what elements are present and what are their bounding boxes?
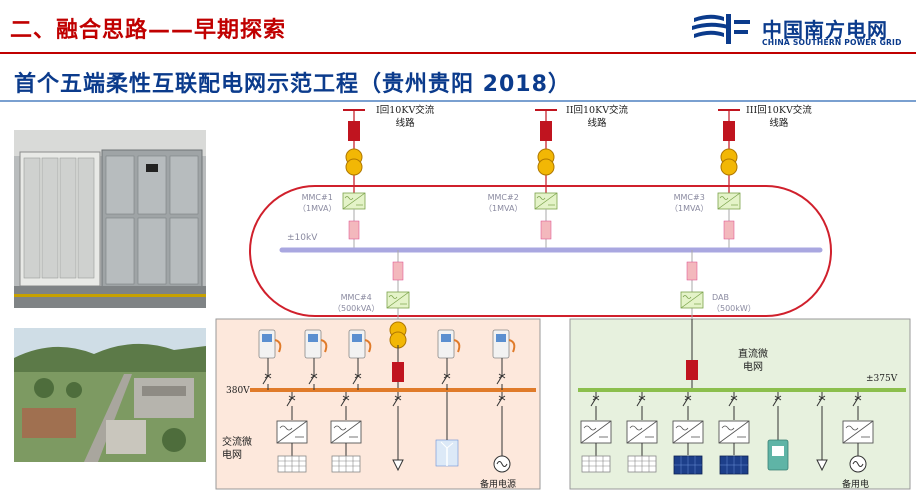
mmc3-capacity: （1MVA） (670, 204, 709, 213)
mmc3-name: MMC#3 (673, 193, 705, 202)
title-divider (0, 100, 916, 102)
company-logo (690, 10, 910, 50)
ac-backup-label: 备用电源 (480, 480, 517, 490)
feeder-1 (343, 109, 365, 196)
feeder-2-label: II回10KV交流 线路 (566, 104, 628, 130)
ac-bus-label: 380V (226, 386, 250, 396)
dc-microgrid-panel (569, 318, 911, 490)
mmc1-name: MMC#1 (301, 193, 333, 202)
dc-microgrid-label: 直流微 电网 (738, 348, 768, 374)
mmc2-name: MMC#2 (487, 193, 519, 202)
feeder-2-label-line2: 线路 (587, 118, 607, 129)
mmc4-label: MMC#4 （500kVA） (333, 292, 379, 314)
feeder-1-label-line2: 线路 (395, 118, 415, 129)
dab-label: DAB （500kW） (712, 292, 756, 314)
dab-capacity: （500kW） (712, 304, 756, 313)
dc-bus-label: ±10kV (287, 233, 318, 243)
ac-microgrid-label-line2: 电网 (222, 450, 242, 461)
mmc2-capacity: （1MVA） (484, 204, 523, 213)
mmc1-capacity: （1MVA） (298, 204, 337, 213)
feeder-2-label-line1: II回10KV交流 (566, 105, 629, 116)
dc-microgrid-label-line2: 电网 (743, 362, 763, 373)
slide-title: 首个五端柔性互联配电网示范工程（贵州贵阳 2018） (14, 72, 571, 97)
dc-bus-375-label: ±375V (866, 374, 898, 384)
switchgear-photo (14, 130, 206, 308)
csg-logo-icon (692, 14, 750, 44)
section-title: 二、融合思路——早期探索 (10, 18, 287, 43)
dab-name: DAB (712, 293, 729, 302)
logo-chinese-name: 中国南方电网 (762, 18, 888, 42)
mmc4-capacity: （500kVA） (333, 304, 380, 313)
ac-microgrid-label-line1: 交流微 (222, 437, 252, 448)
feeder-3-label-line2: 线路 (769, 118, 789, 129)
dc-microgrid-label-line1: 直流微 (738, 349, 768, 360)
dc-charger-icon (767, 439, 789, 471)
mmc3-label: MMC#3 （1MVA） (670, 192, 708, 214)
mmc1-label: MMC#1 （1MVA） (298, 192, 336, 214)
feeder-1-label-line1: I回10KV交流 (376, 105, 435, 116)
feeder-3-label-line1: III回10KV交流 (746, 105, 812, 116)
feeder-3-label: III回10KV交流 线路 (746, 104, 812, 130)
mmc4-name: MMC#4 (340, 293, 372, 302)
feeder-1-label: I回10KV交流 线路 (376, 104, 434, 130)
ac-microgrid-panel (215, 318, 541, 490)
feeder-3 (718, 109, 740, 196)
dc-backup-label: 备用电 (842, 480, 870, 490)
mmc2-label: MMC#2 （1MVA） (484, 192, 522, 214)
ac-microgrid-label: 交流微 电网 (222, 436, 252, 462)
aerial-site-photo (14, 328, 206, 462)
header-divider (0, 52, 916, 54)
wind-turbine-icon (435, 439, 459, 467)
logo-english-name: CHINA SOUTHERN POWER GRID (762, 38, 902, 47)
feeder-2 (535, 109, 557, 196)
